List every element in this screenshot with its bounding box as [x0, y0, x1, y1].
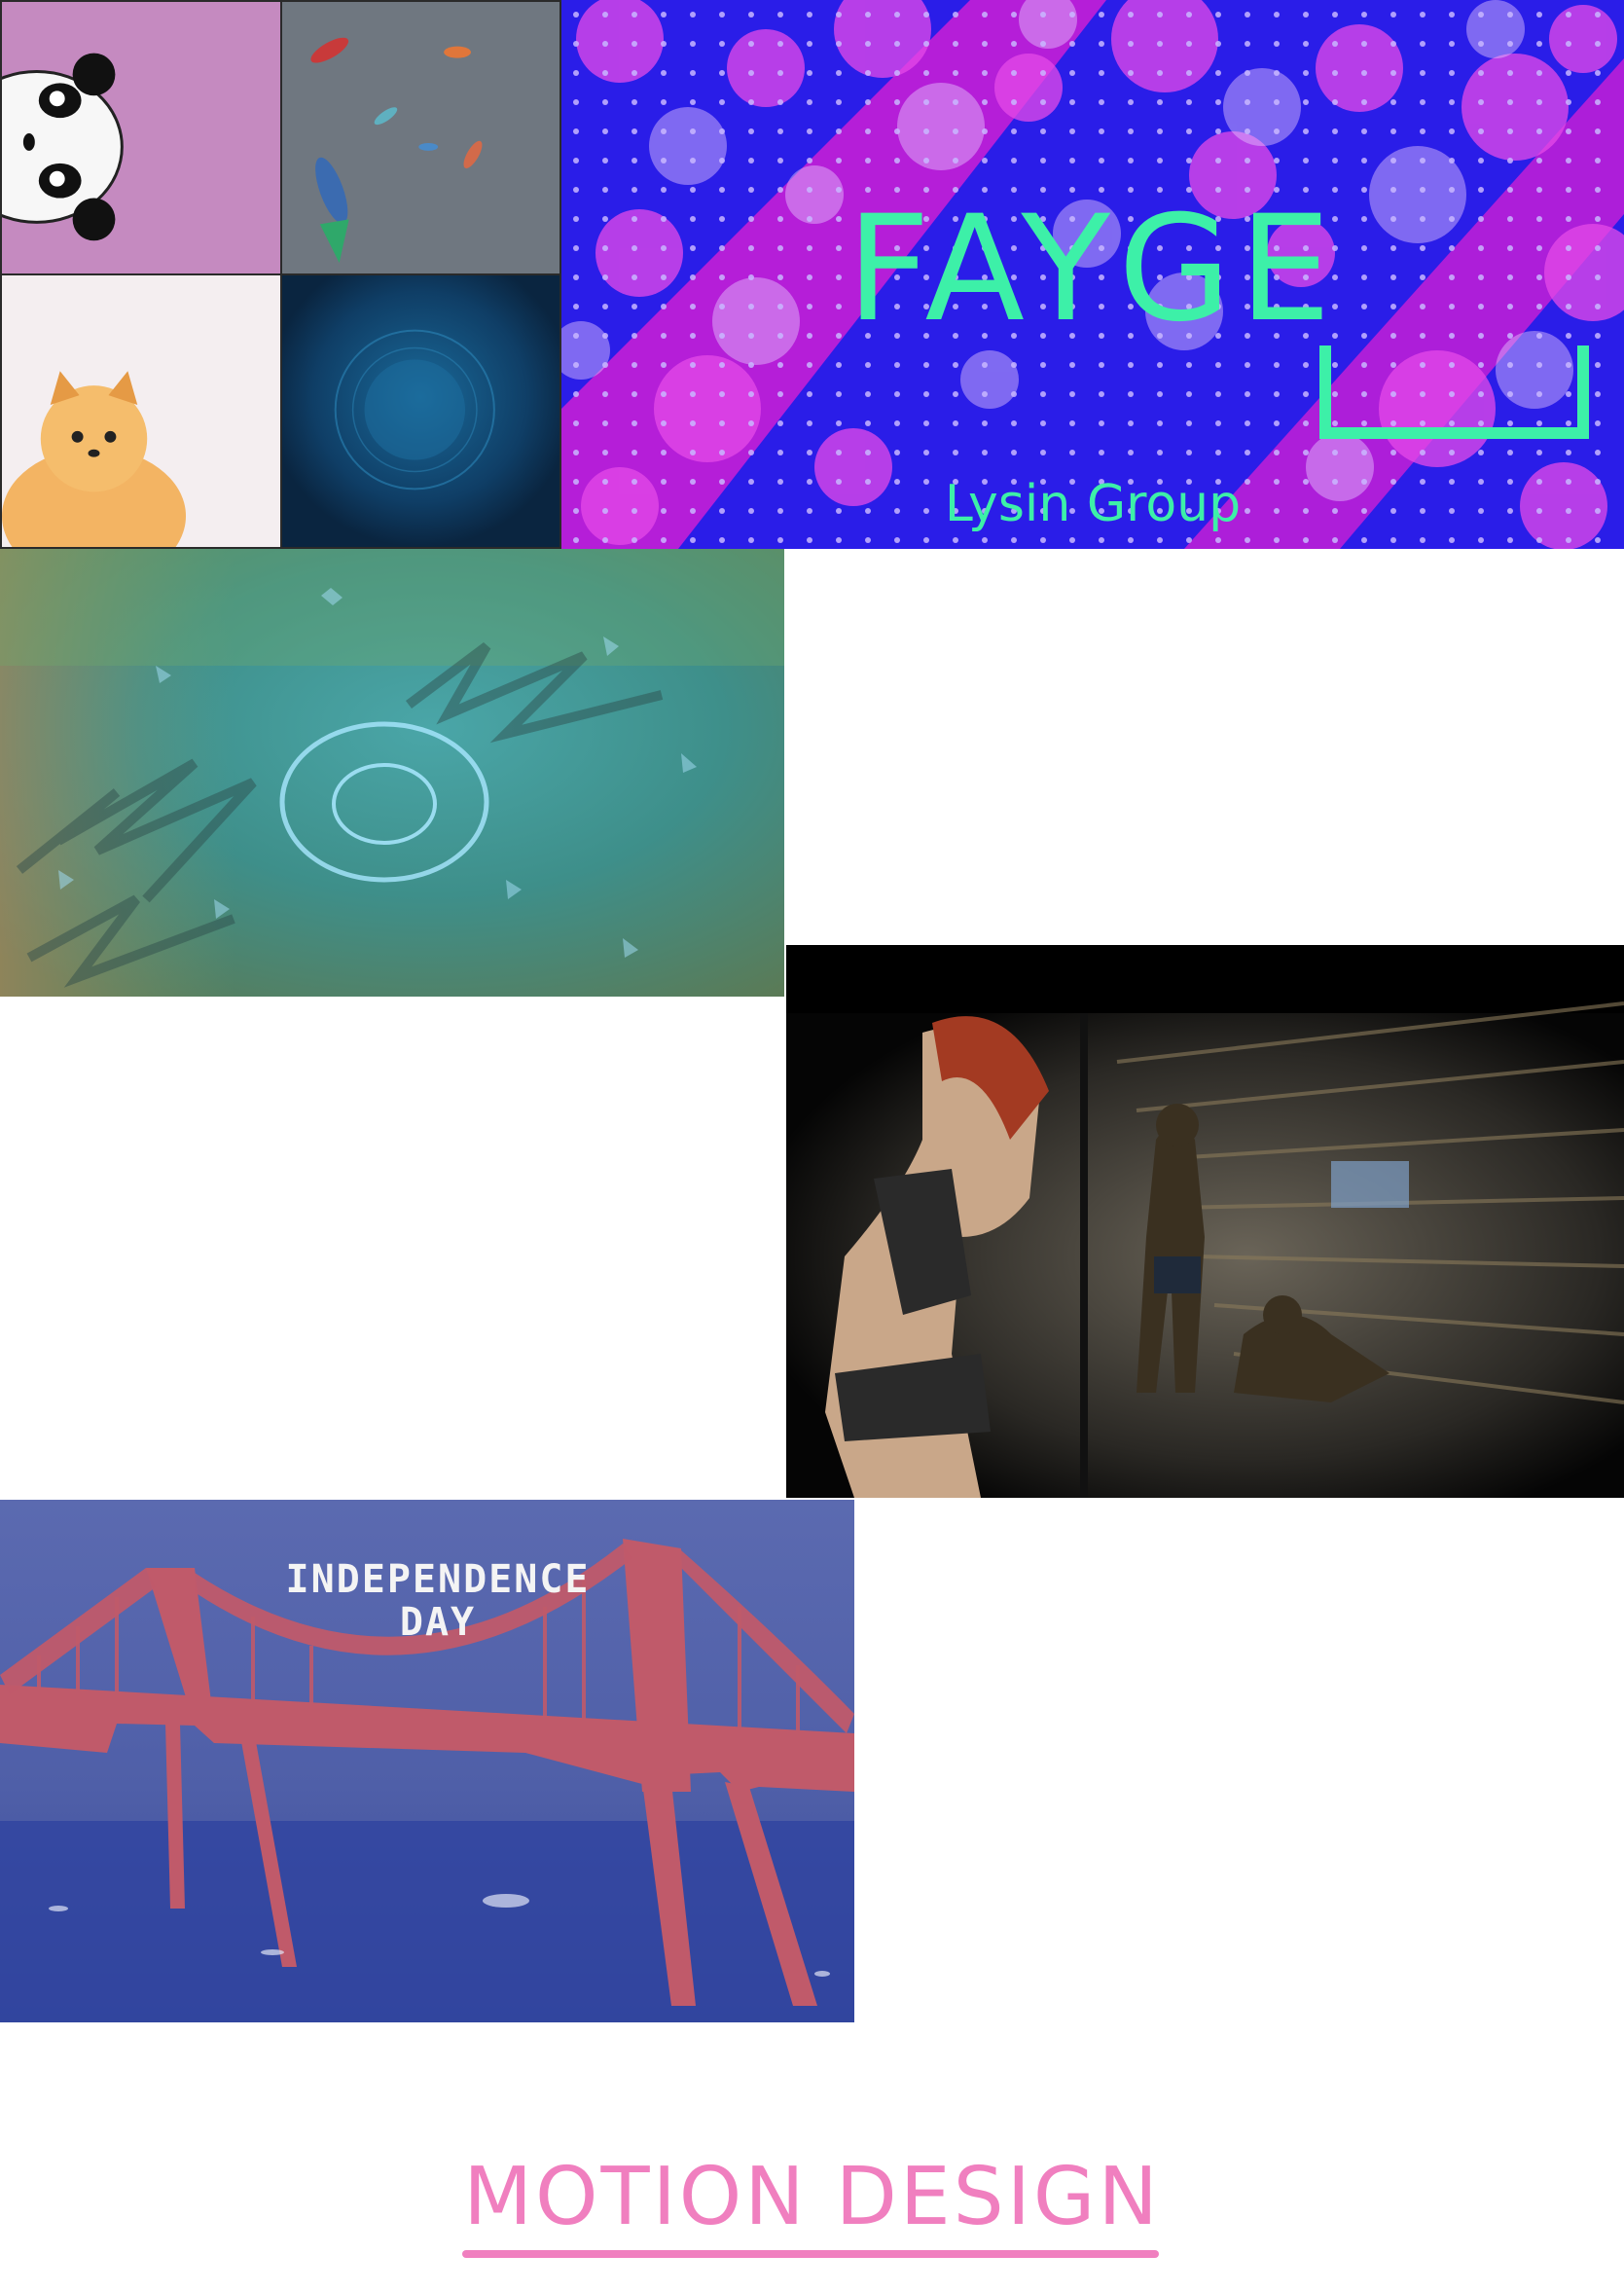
section-title: MOTION DESIGN — [463, 2151, 1161, 2243]
water-ripple-thumbnail[interactable] — [280, 274, 559, 547]
independence-day-bridge-thumbnail[interactable]: INDEPENDENCE DAY — [0, 1500, 854, 2022]
thumbnail-grid[interactable] — [0, 0, 561, 549]
fayge-logo-text: FAYGE — [846, 185, 1340, 354]
fish-thumbnail[interactable] — [280, 2, 559, 274]
bridge-caption: INDEPENDENCE DAY — [285, 1557, 591, 1645]
logo-bracket-shape — [1319, 345, 1589, 439]
panda-thumbnail[interactable] — [2, 2, 281, 274]
zombie-scene-thumbnail[interactable] — [786, 945, 1624, 1498]
fayge-lysin-group-thumbnail[interactable]: FAYGE Lysin Group — [561, 0, 1624, 549]
fayge-background — [561, 0, 1624, 549]
grid-divider — [2, 273, 559, 275]
pomeranian-thumbnail[interactable] — [2, 274, 281, 547]
section-title-underline — [462, 2250, 1159, 2258]
fayge-subtitle: Lysin Group — [944, 475, 1242, 533]
abstract-teal-thumbnail[interactable] — [0, 549, 784, 997]
